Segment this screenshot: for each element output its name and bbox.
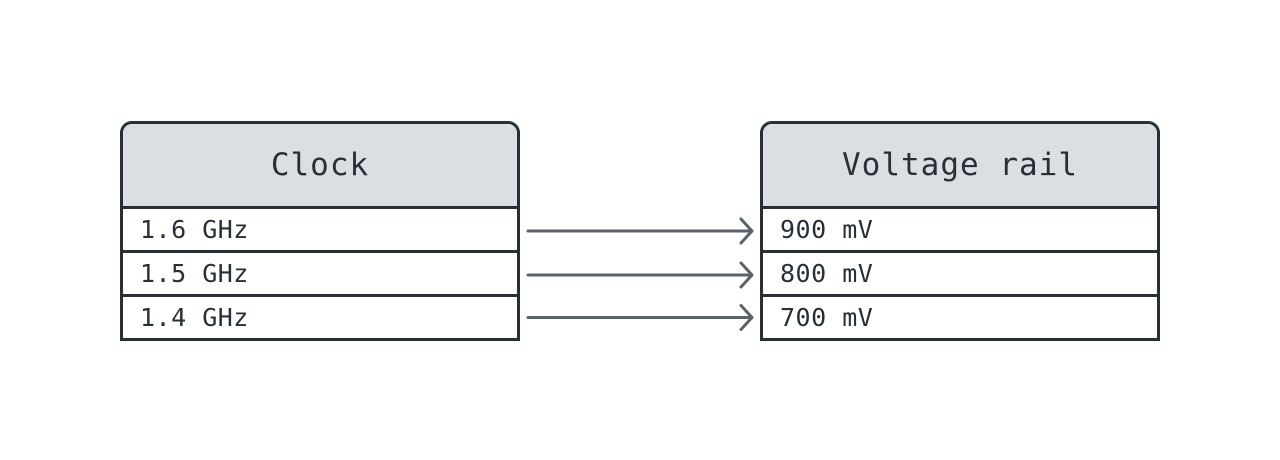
mapping-arrow-head: [739, 304, 754, 331]
clock-row-1: 1.5 GHz: [123, 253, 517, 297]
voltage-row-1: 800 mV: [763, 253, 1157, 297]
voltage-rail-table: Voltage rail 900 mV 800 mV 700 mV: [760, 121, 1160, 341]
mapping-arrow-0: [526, 217, 754, 245]
mapping-arrow-2: [526, 304, 754, 331]
voltage-rail-table-header: Voltage rail: [763, 124, 1157, 209]
clock-row-0: 1.6 GHz: [123, 209, 517, 253]
voltage-row-0: 900 mV: [763, 209, 1157, 253]
mapping-arrow-1: [526, 261, 754, 289]
voltage-row-2: 700 mV: [780, 303, 874, 332]
mapping-arrow-head: [739, 217, 754, 245]
clock-row-2: 1.4 GHz: [140, 303, 249, 332]
clock-table-header: Clock: [123, 124, 517, 209]
clock-table: Clock 1.6 GHz 1.5 GHz 1.4 GHz: [120, 121, 520, 341]
mapping-arrow-head: [739, 261, 754, 289]
